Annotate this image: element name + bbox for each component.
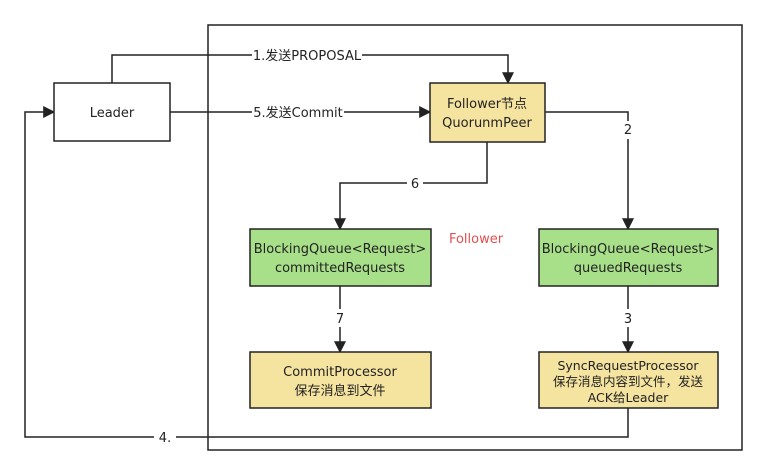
node-sync-request-processor-line1: SyncRequestProcessor [557,358,699,373]
node-committed-requests[interactable]: BlockingQueue<Request> committedRequests [249,228,432,287]
edge-label-2: 2 [624,123,632,138]
node-committed-requests-line2: committedRequests [275,261,405,276]
node-queued-requests-line1: BlockingQueue<Request> [542,242,715,257]
follower-group-label: Follower [449,232,504,247]
node-follower[interactable]: Follower节点 QuorunmPeer [429,82,546,143]
node-follower-line1: Follower节点 [447,97,527,112]
edge-labels: 1.发送PROPOSAL 5.发送Commit 2 6 7 3 4. [154,46,636,446]
node-queued-requests[interactable]: BlockingQueue<Request> queuedRequests [538,228,719,287]
node-sync-request-processor-line3: ACK给Leader [588,390,669,405]
node-commit-processor-line1: CommitProcessor [283,365,397,380]
node-leader[interactable]: Leader [53,82,171,142]
node-queued-requests-line2: queuedRequests [574,261,683,276]
node-commit-processor-line2: 保存消息到文件 [294,383,385,399]
node-leader-label: Leader [90,106,135,121]
node-sync-request-processor[interactable]: SyncRequestProcessor 保存消息内容到文件，发送 ACK给Le… [538,351,719,409]
edge-label-1: 1.发送PROPOSAL [253,48,362,64]
edge-label-3: 3 [624,312,632,327]
node-sync-request-processor-line2: 保存消息内容到文件，发送 [553,374,704,389]
edge-label-6: 6 [411,177,419,192]
edge-4-ack [24,106,629,438]
node-follower-line2: QuorunmPeer [442,116,532,131]
node-committed-requests-line1: BlockingQueue<Request> [254,242,427,257]
edge-label-4: 4. [159,431,171,446]
follower-group-border [207,24,743,451]
edge-label-7: 7 [336,312,344,327]
node-commit-processor[interactable]: CommitProcessor 保存消息到文件 [249,351,432,409]
edge-2 [545,111,634,231]
edge-label-5: 5.发送Commit [253,105,342,121]
